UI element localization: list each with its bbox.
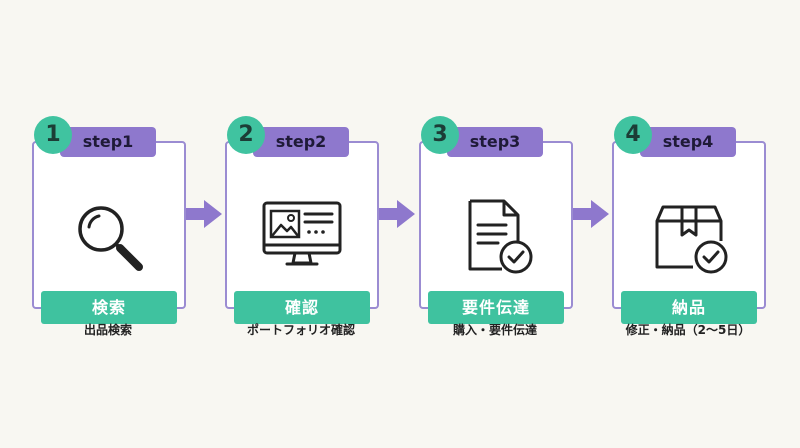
arrow-right-icon (186, 200, 222, 228)
step-label: 確認 (234, 291, 370, 324)
arrow-right-icon (379, 200, 415, 228)
step-number-badge: 1 (34, 116, 72, 154)
step-1: 検索 step1 1 (32, 115, 186, 324)
step-label: 要件伝達 (428, 291, 564, 324)
step-tab: step4 (640, 127, 736, 157)
step-label: 検索 (41, 291, 177, 324)
step-number-badge: 3 (421, 116, 459, 154)
step-caption: 購入・要件伝達 (452, 323, 537, 337)
magnifier-icon (78, 206, 143, 271)
arrow-right-icon (573, 200, 609, 228)
step-tab: step3 (447, 127, 543, 157)
step-2: 確認 step2 2 (225, 115, 379, 324)
step-caption: ポートフォリオ確認 (246, 323, 355, 337)
step-card: 要件伝達 (419, 141, 573, 324)
step-4: 納品 step4 4 (612, 115, 766, 324)
step-card: 納品 (612, 141, 766, 324)
step-tab: step2 (253, 127, 349, 157)
box-check-icon (655, 205, 728, 274)
step-card: 検索 (32, 141, 186, 324)
step-number-badge: 2 (227, 116, 265, 154)
step-number-badge: 4 (614, 116, 652, 154)
step-caption: 修正・納品（2〜5日） (625, 323, 751, 337)
step-3: 要件伝達 step3 3 (419, 115, 573, 324)
step-label: 納品 (621, 291, 757, 324)
step-caption: 出品検索 (83, 323, 132, 337)
step-tab: step1 (60, 127, 156, 157)
document-check-icon (468, 199, 533, 274)
step-card: 確認 (225, 141, 379, 324)
monitor-icon (262, 201, 342, 266)
